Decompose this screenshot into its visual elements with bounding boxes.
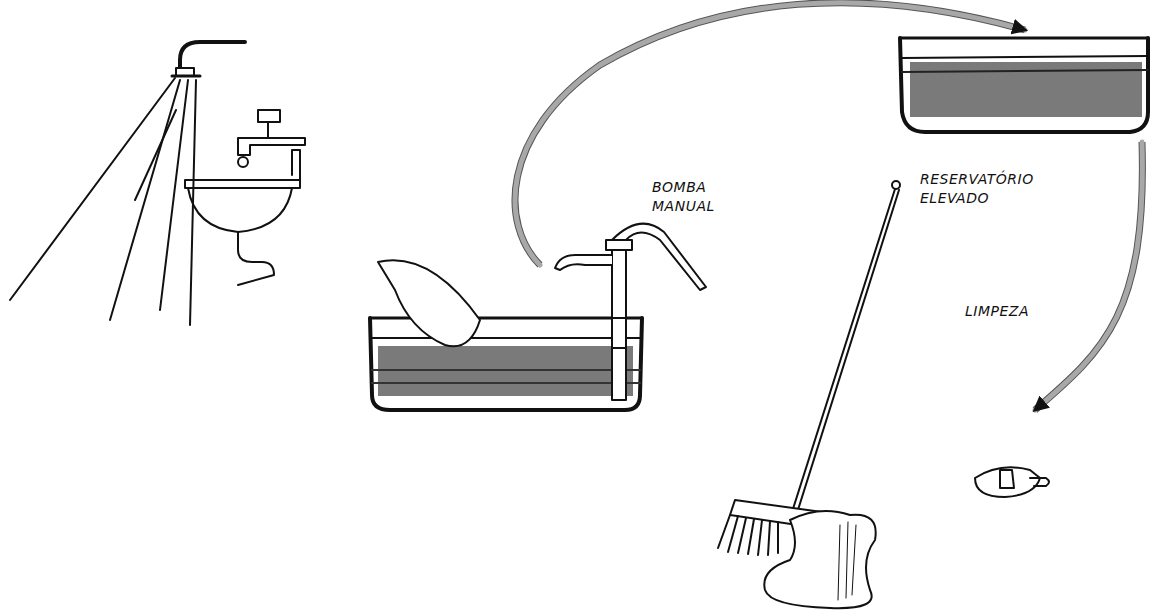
shower [10,42,245,325]
water-bag [378,260,480,346]
arrow-outline [1035,142,1142,410]
handwritten-label: BOMBA MANUAL [652,178,738,216]
lower-tank [370,318,642,410]
elevated-reservoir [900,38,1148,132]
flow-arrow [1035,142,1142,410]
broom [718,181,900,555]
flow-arrow [515,3,1025,265]
illustration-area: LIMPEZA [960,300,1090,410]
handwritten-label: LIMPEZA [965,302,1029,321]
arrow-outline [515,3,1025,265]
sink [185,110,305,285]
illustration-area: RESERVATÓRIO ELEVADO [900,30,1150,225]
illustration-area: BOMBA MANUAL [540,170,742,270]
hand-pump [555,224,706,400]
handwritten-label: RESERVATÓRIO ELEVADO [920,170,1070,208]
water-puddle [764,467,1049,608]
